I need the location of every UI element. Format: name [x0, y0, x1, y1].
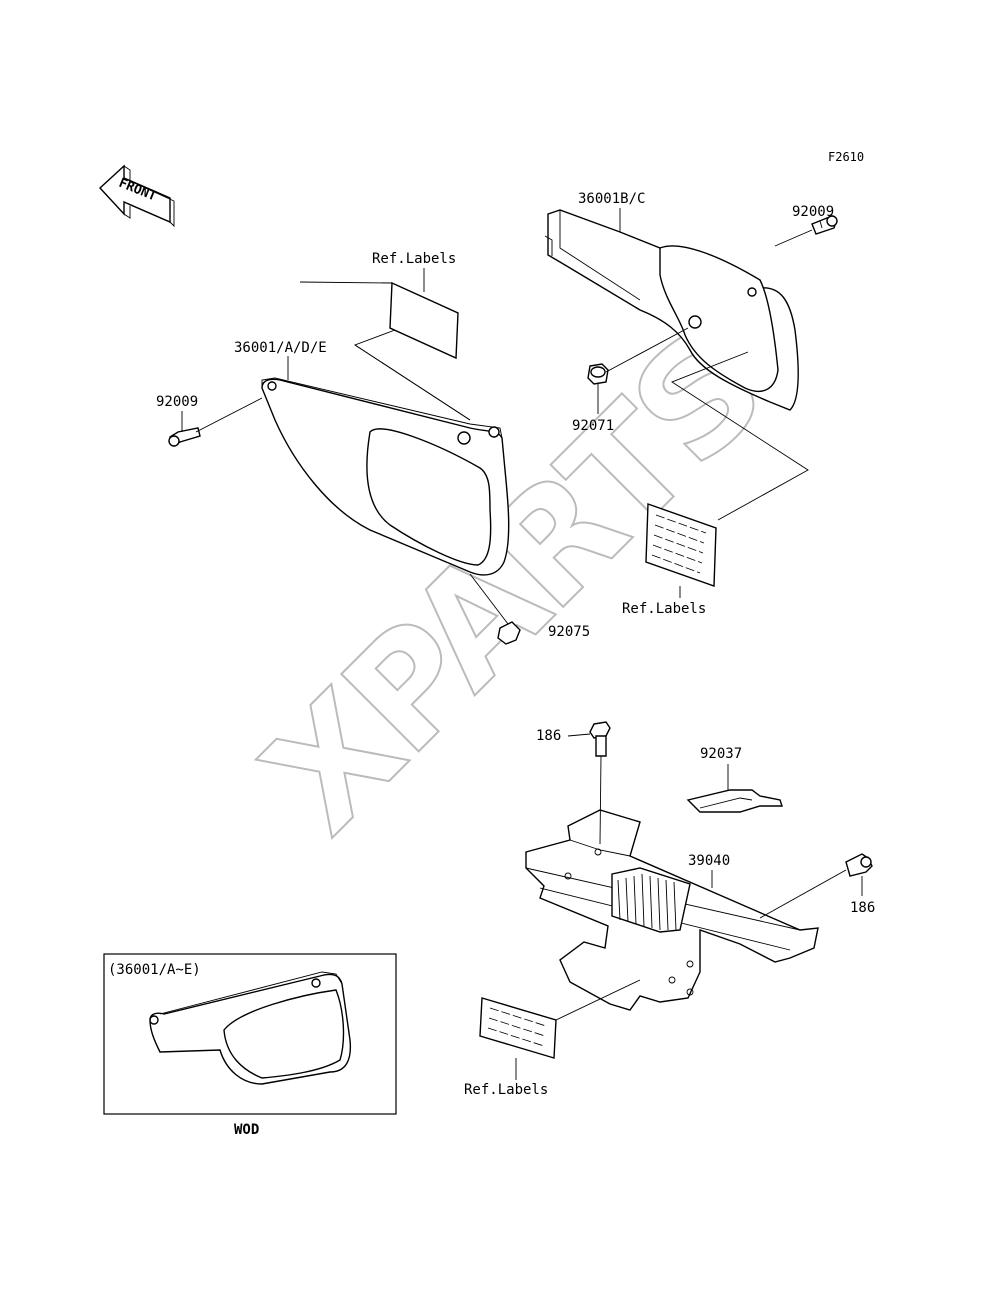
grommet-92071 — [587, 327, 689, 385]
gasket-92037 — [686, 789, 783, 813]
ref-label-sticker-bottom — [479, 979, 641, 1059]
figure-code: F2610 — [828, 150, 864, 164]
callout-bolt-186-right: 186 — [850, 900, 875, 916]
left-side-cover — [261, 377, 510, 576]
front-arrow-icon: FRONT — [99, 164, 175, 228]
callout-bolt-right: 92009 — [792, 204, 834, 220]
bolt-92009-left — [168, 397, 263, 448]
callout-bolt-186-top: 186 — [536, 728, 561, 744]
callout-ref-labels-bottom: Ref.Labels — [464, 1082, 548, 1098]
callout-gasket: 92037 — [700, 746, 742, 762]
bolt-186-top — [589, 721, 611, 845]
ref-label-sticker-right — [645, 351, 809, 587]
inset-box — [103, 953, 397, 1115]
callout-bolt-left: 92009 — [156, 394, 198, 410]
bolt-186-right — [759, 853, 873, 919]
callout-right-cover: 36001B/C — [578, 191, 645, 207]
skid-plate-39040 — [525, 809, 819, 1011]
grommet-92075 — [469, 573, 521, 645]
callout-skid-plate: 39040 — [688, 853, 730, 869]
callout-left-cover: 36001/A/D/E — [234, 340, 327, 356]
callout-grommet-left: 92075 — [548, 624, 590, 640]
inset-caption: (36001/A~E) — [108, 962, 201, 978]
callout-grommet-right: 92071 — [572, 418, 614, 434]
bolt-92009-right — [774, 215, 838, 247]
callout-ref-labels-right: Ref.Labels — [622, 601, 706, 617]
callout-ref-labels-top: Ref.Labels — [372, 251, 456, 267]
inset-footer: WOD — [234, 1122, 259, 1138]
right-side-cover — [544, 209, 799, 411]
